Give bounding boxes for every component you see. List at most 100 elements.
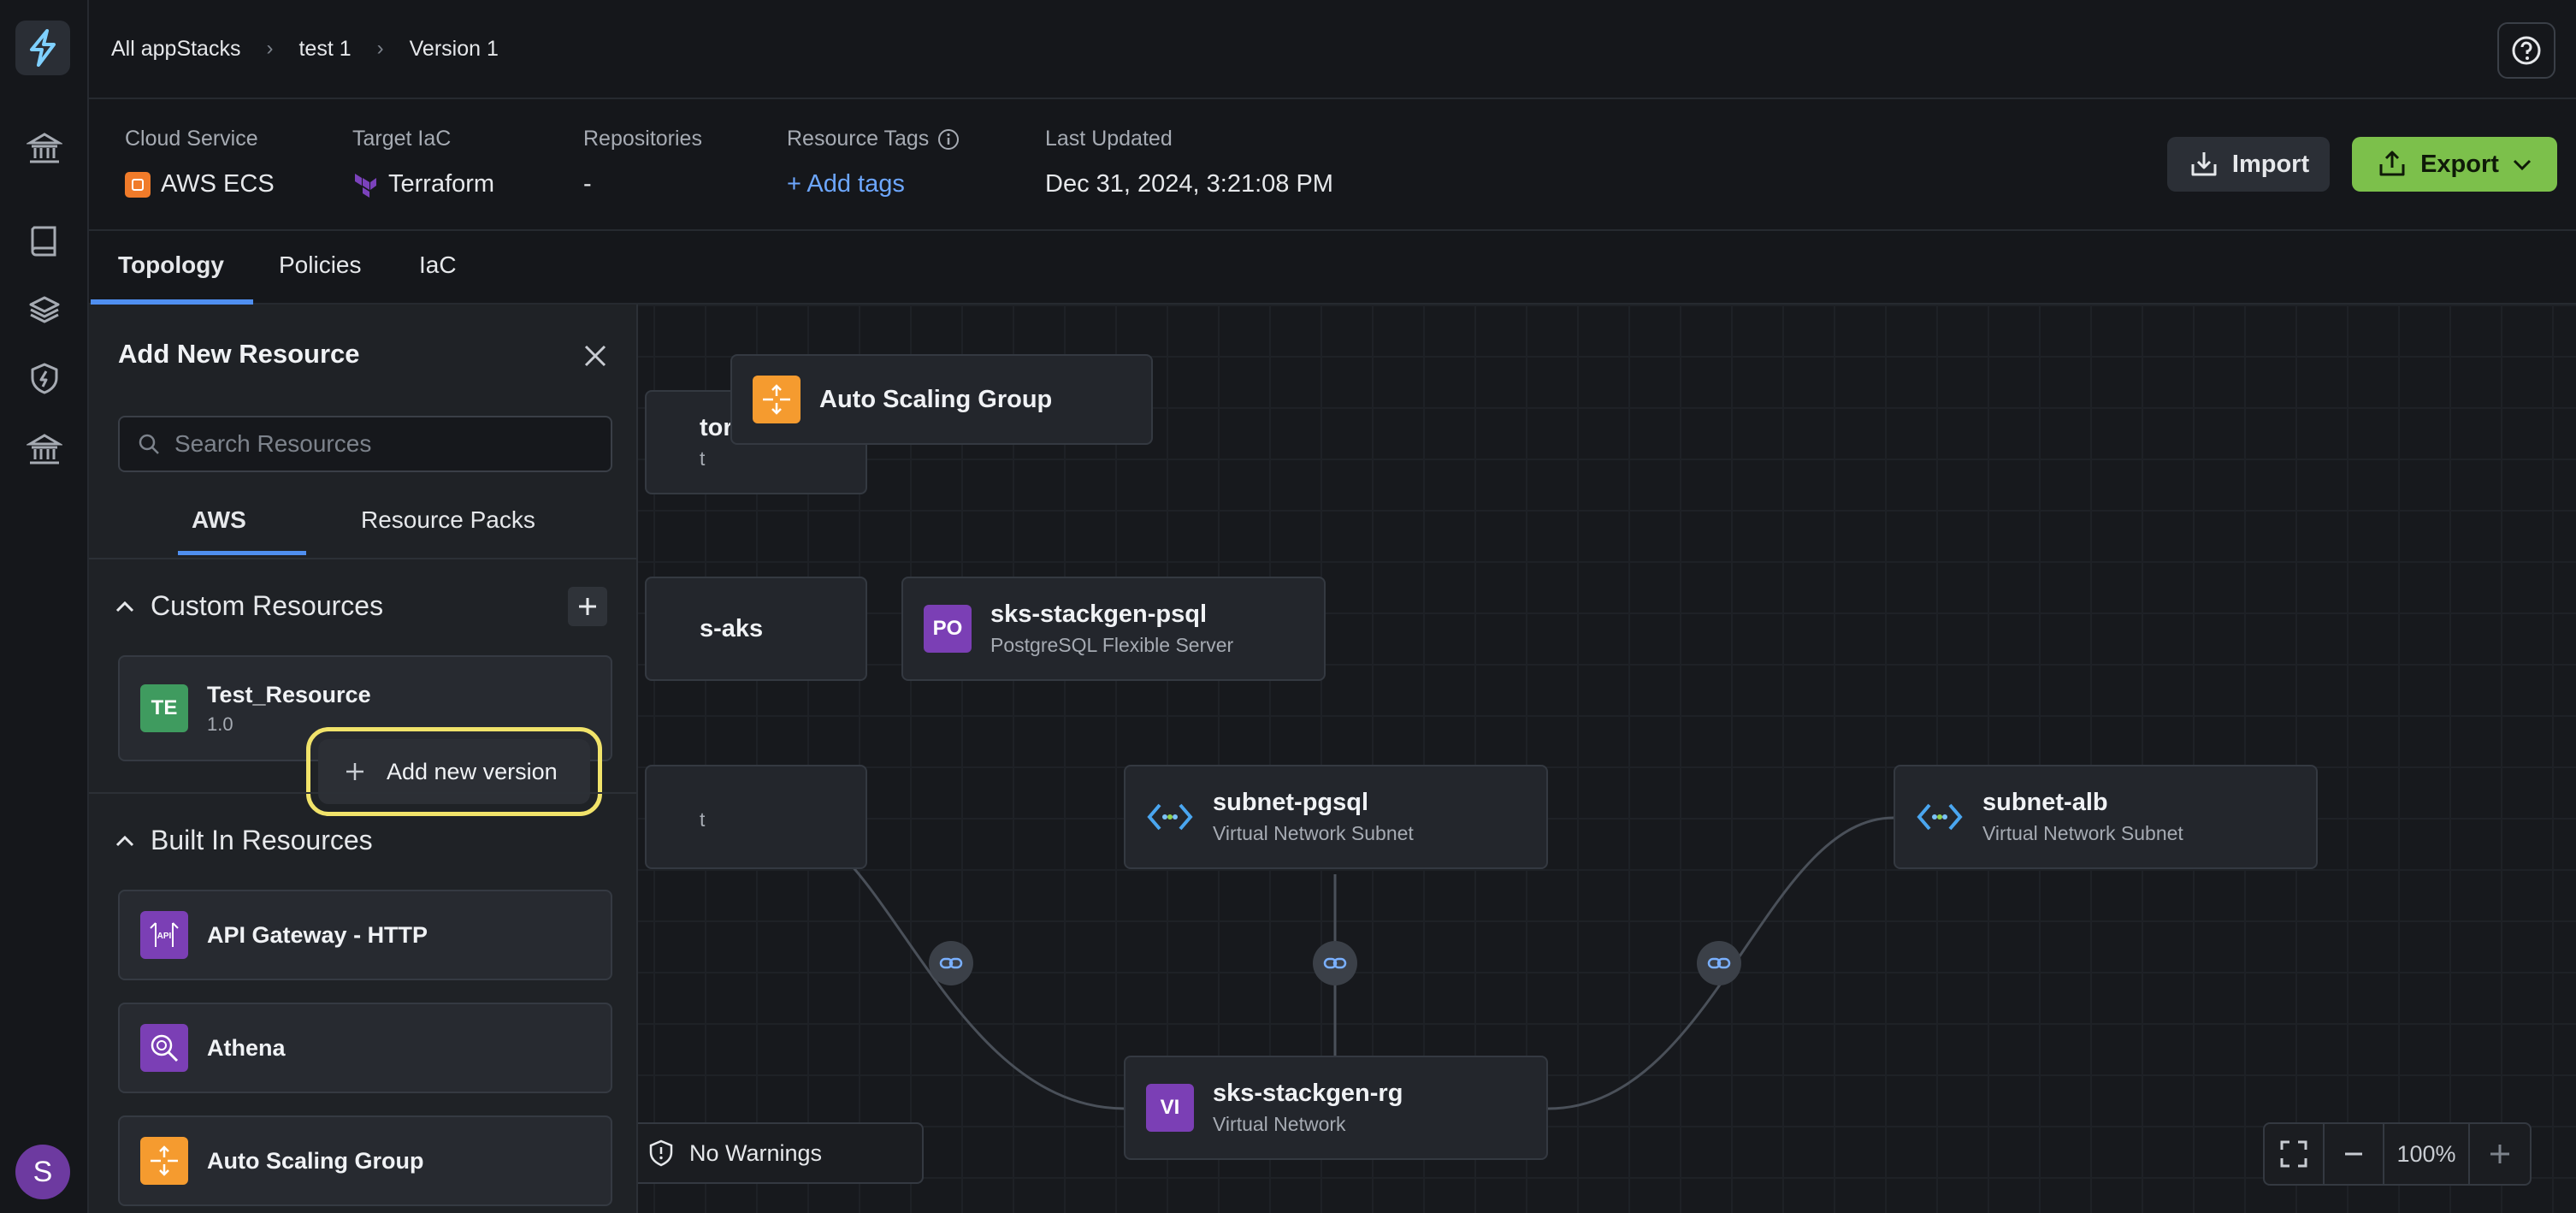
export-button[interactable]: Export (2352, 137, 2557, 192)
node-auto-scaling-group[interactable]: Auto Scaling Group (730, 354, 1153, 445)
chevron-right-icon: › (376, 37, 384, 60)
node-title: tor (700, 414, 733, 441)
resource-tags-label: Resource Tags (787, 127, 930, 151)
warnings-label: No Warnings (689, 1139, 823, 1166)
node-subtitle: PostgreSQL Flexible Server (990, 634, 1234, 656)
tab-resource-packs[interactable]: Resource Packs (361, 506, 535, 533)
user-avatar[interactable]: S (15, 1145, 70, 1199)
node-sks-stackgen-rg[interactable]: VI sks-stackgen-rg Virtual Network (1124, 1056, 1548, 1160)
virtual-network-icon: VI (1146, 1084, 1194, 1132)
zoom-controls: 100% (2263, 1122, 2532, 1186)
resource-name: API Gateway - HTTP (207, 921, 428, 948)
node-title: Auto Scaling Group (819, 385, 1053, 413)
shield-icon[interactable] (24, 358, 65, 399)
built-in-resources-header[interactable]: Built In Resources (115, 825, 373, 856)
api-gateway-icon: API (140, 911, 188, 959)
tab-policies[interactable]: Policies (279, 251, 362, 278)
aws-ecs-icon (125, 171, 151, 198)
target-iac-value: Terraform (388, 170, 495, 198)
link-icon[interactable] (929, 941, 973, 985)
target-iac-info: Target IaC Terraform (352, 127, 494, 198)
divider (89, 792, 636, 794)
panel-title: Add New Resource (118, 339, 360, 369)
node-partial-aks[interactable]: s-aks (645, 577, 867, 681)
book-icon[interactable] (24, 221, 65, 262)
zoom-out-button[interactable] (2325, 1124, 2384, 1184)
node-subnet-alb[interactable]: subnet-alb Virtual Network Subnet (1894, 765, 2318, 869)
built-in-resources-title: Built In Resources (151, 825, 373, 855)
resource-auto-scaling-group[interactable]: Auto Scaling Group (118, 1115, 612, 1206)
search-icon (139, 434, 159, 454)
node-subtitle: Virtual Network (1213, 1113, 1346, 1135)
cloud-service-value: AWS ECS (161, 170, 275, 198)
node-title: subnet-alb (1982, 789, 2108, 816)
layers-icon[interactable] (24, 289, 65, 330)
breadcrumb-version-1[interactable]: Version 1 (409, 36, 499, 61)
bank-icon[interactable] (24, 128, 65, 169)
last-updated-info: Last Updated Dec 31, 2024, 3:21:08 PM (1045, 127, 1333, 198)
resource-badge: TE (140, 684, 188, 732)
tab-iac[interactable]: IaC (419, 251, 457, 278)
add-tags-link[interactable]: + Add tags (787, 170, 905, 198)
chevron-down-icon (2513, 159, 2531, 171)
plus-icon (2490, 1145, 2510, 1163)
tab-aws[interactable]: AWS (192, 506, 246, 533)
import-label: Import (2231, 150, 2310, 178)
help-button[interactable] (2497, 22, 2555, 79)
app-logo-icon[interactable] (15, 21, 70, 75)
node-title: subnet-pgsql (1213, 789, 1369, 816)
subnet-icon (1916, 793, 1964, 841)
node-subnet-pgsql[interactable]: subnet-pgsql Virtual Network Subnet (1124, 765, 1548, 869)
close-button[interactable] (578, 339, 612, 373)
resource-name: Auto Scaling Group (207, 1147, 424, 1174)
minus-icon (2344, 1152, 2362, 1156)
terraform-icon (355, 173, 376, 198)
node-subtitle: t (700, 808, 706, 831)
info-icon[interactable] (937, 128, 960, 151)
target-iac-label: Target IaC (352, 127, 452, 151)
node-subtitle: Virtual Network Subnet (1213, 822, 1414, 844)
breadcrumb: All appStacks › test 1 › Version 1 (89, 0, 2576, 99)
bank-icon-2[interactable] (24, 429, 65, 470)
resource-name: Test_Resource (207, 681, 371, 707)
subnet-icon (1146, 793, 1194, 841)
plus-icon (346, 763, 363, 780)
breadcrumb-test-1[interactable]: test 1 (298, 36, 352, 61)
import-button[interactable]: Import (2167, 137, 2330, 192)
tab-topology[interactable]: Topology (118, 251, 224, 278)
node-partial-subnet[interactable]: t (645, 765, 867, 869)
divider (89, 558, 636, 559)
left-rail: S (0, 0, 89, 1213)
node-subtitle: Virtual Network Subnet (1982, 822, 2183, 844)
search-input[interactable] (174, 430, 585, 458)
zoom-level: 100% (2384, 1124, 2471, 1184)
zoom-in-button[interactable] (2470, 1124, 2530, 1184)
resource-version: 1.0 (207, 713, 233, 735)
add-custom-resource-button[interactable] (568, 587, 607, 626)
node-sks-stackgen-psql[interactable]: PO sks-stackgen-psql PostgreSQL Flexible… (901, 577, 1326, 681)
chevron-up-icon (115, 835, 134, 846)
last-updated-label: Last Updated (1045, 127, 1173, 151)
highlight-ring (306, 727, 602, 816)
warnings-indicator[interactable]: No Warnings (628, 1122, 924, 1184)
resource-tags-info: Resource Tags + Add tags (787, 127, 960, 198)
link-icon[interactable] (1313, 941, 1357, 985)
repositories-value: - (583, 170, 592, 198)
link-icon[interactable] (1697, 941, 1741, 985)
add-new-version-button[interactable]: Add new version (318, 739, 590, 804)
resource-athena[interactable]: Athena (118, 1003, 612, 1093)
plus-icon (579, 598, 596, 615)
repositories-info: Repositories - (583, 127, 702, 198)
active-tab-indicator (178, 551, 306, 555)
search-resources (118, 416, 612, 472)
resource-api-gateway-http[interactable]: API API Gateway - HTTP (118, 890, 612, 980)
custom-resources-header[interactable]: Custom Resources (115, 590, 383, 622)
shield-alert-icon (649, 1139, 673, 1167)
node-subtitle: t (700, 447, 706, 470)
athena-icon (140, 1024, 188, 1072)
postgresql-icon: PO (924, 605, 972, 653)
export-icon (2379, 151, 2405, 176)
last-updated-value: Dec 31, 2024, 3:21:08 PM (1045, 170, 1333, 198)
fit-view-button[interactable] (2265, 1124, 2325, 1184)
breadcrumb-all-appstacks[interactable]: All appStacks (111, 36, 241, 61)
